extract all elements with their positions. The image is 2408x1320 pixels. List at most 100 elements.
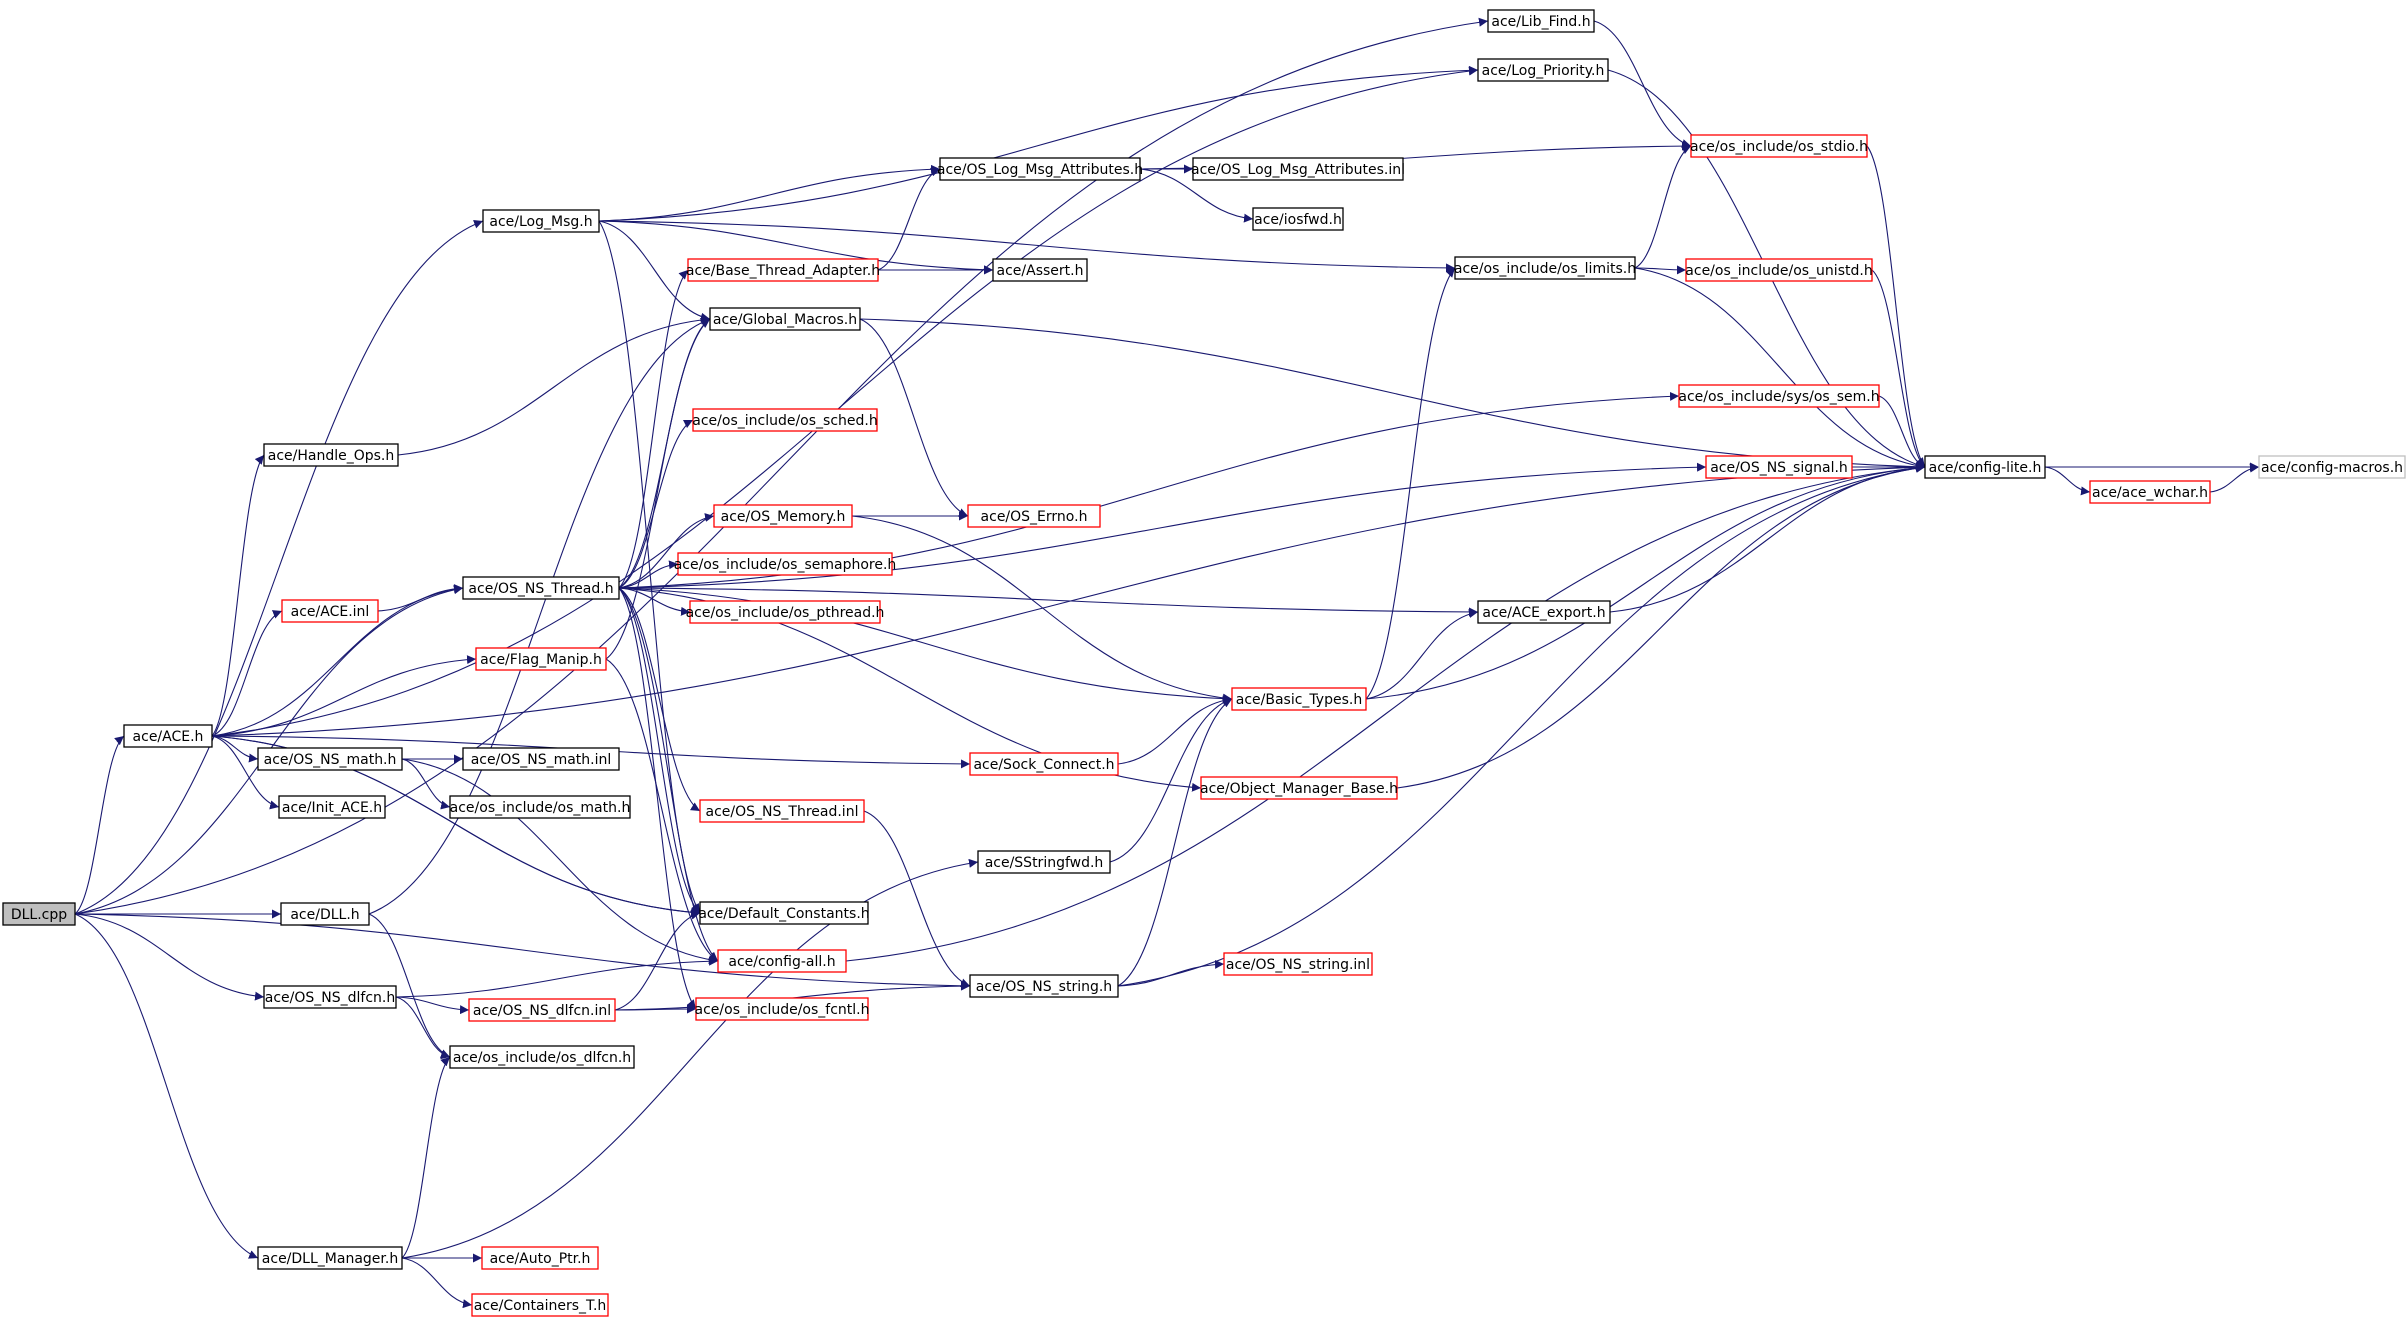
edge-sstringfwd_h-to-basic_types_h [1109,697,1233,863]
node-os_ns_math_h[interactable]: ace/OS_NS_math.h [257,747,403,771]
node-dll_cpp[interactable]: DLL.cpp [2,902,76,926]
node-ace_wchar_h[interactable]: ace/ace_wchar.h [2089,480,2211,504]
node-global_macros_h[interactable]: ace/Global_Macros.h [709,307,861,331]
node-iosfwd_h[interactable]: ace/iosfwd.h [1252,207,1344,231]
edge-os_ns_thread_h-to-os_semaphore_h [618,560,679,589]
node-label: ace/ace_wchar.h [2092,485,2208,501]
node-box [462,747,620,771]
node-os_unistd_h[interactable]: ace/os_include/os_unistd.h [1685,258,1873,282]
edge-dll_cpp-to-os_ns_dlfcn_h [74,913,265,1001]
node-log_priority_h[interactable]: ace/Log_Priority.h [1477,58,1609,82]
edge-os_limits_h-to-os_stdio_h [1634,145,1692,269]
node-os_memory_h[interactable]: ace/OS_Memory.h [713,504,853,528]
node-os_sched_h[interactable]: ace/os_include/os_sched.h [692,408,878,432]
node-box [468,998,616,1022]
node-basic_types_h[interactable]: ace/Basic_Types.h [1231,687,1367,711]
edge-flag_manip_h-to-global_macros_h [605,318,711,660]
node-box [969,974,1119,998]
node-box [481,1246,599,1270]
edge-os_ns_thread_h-to-os_sched_h [618,419,694,589]
node-label: ace/Basic_Types.h [1236,692,1362,708]
node-os_log_msg_attributes_h[interactable]: ace/OS_Log_Msg_Attributes.h [937,157,1143,181]
node-os_dlfcn_h[interactable]: ace/os_include/os_dlfcn.h [449,1045,635,1069]
edge-os_ns_string_h-to-basic_types_h [1117,698,1233,987]
node-box [709,307,861,331]
node-lib_find_h[interactable]: ace/Lib_Find.h [1487,9,1595,33]
edge-global_macros_h-to-os_errno_h [859,318,969,517]
node-os_ns_dlfcn_h[interactable]: ace/OS_NS_dlfcn.h [263,985,397,1009]
node-sock_connect_h[interactable]: ace/Sock_Connect.h [969,752,1119,776]
node-box [2,902,76,926]
edge-os_limits_h-to-config_lite_h [1634,267,1926,471]
node-object_manager_base_h[interactable]: ace/Object_Manager_Base.h [1200,776,1398,800]
node-os_ns_dlfcn_inl[interactable]: ace/OS_NS_dlfcn.inl [468,998,616,1022]
node-config_lite_h[interactable]: ace/config-lite.h [1924,455,2046,479]
node-box [939,157,1141,181]
edge-os_ns_thread_h-to-os_ns_thread_inl [618,587,701,812]
node-config_macros_h[interactable]: ace/config-macros.h [2258,455,2406,479]
edge-ace_h-to-flag_manip_h [211,655,477,737]
node-os_ns_string_h[interactable]: ace/OS_NS_string.h [969,974,1119,998]
edge-dll_cpp-to-os_ns_string_h [74,913,971,991]
node-label: ace/config-all.h [728,954,835,970]
node-dll_manager_h[interactable]: ace/DLL_Manager.h [257,1246,403,1270]
edge-os_ns_thread_h-to-default_constants_h [618,587,701,914]
node-os_ns_signal_h[interactable]: ace/OS_NS_signal.h [1705,455,1853,479]
edge-os_ns_thread_h-to-base_thread_adapter_h [618,269,689,589]
node-os_pthread_h[interactable]: ace/os_include/os_pthread.h [686,600,885,624]
node-label: ace/OS_NS_dlfcn.h [265,990,395,1006]
node-init_ace_h[interactable]: ace/Init_ACE.h [278,795,386,819]
node-os_fcntl_h[interactable]: ace/os_include/os_fcntl.h [695,997,870,1021]
node-label: ace/os_include/os_fcntl.h [695,1002,870,1018]
node-ace_export_h[interactable]: ace/ACE_export.h [1477,600,1611,624]
node-log_msg_h[interactable]: ace/Log_Msg.h [482,209,600,233]
node-os_errno_h[interactable]: ace/OS_Errno.h [967,504,1101,528]
node-sys_os_sem_h[interactable]: ace/os_include/sys/os_sem.h [1678,384,1880,408]
edge-basic_types_h-to-config_lite_h [1365,463,1926,700]
node-box [1487,9,1595,33]
node-label: ace/Log_Msg.h [489,214,592,230]
node-os_semaphore_h[interactable]: ace/os_include/os_semaphore.h [674,552,897,576]
node-os_ns_thread_inl[interactable]: ace/OS_NS_Thread.inl [699,799,865,823]
node-containers_t_h[interactable]: ace/Containers_T.h [471,1293,609,1317]
node-default_constants_h[interactable]: ace/Default_Constants.h [698,901,870,925]
node-assert_h[interactable]: ace/Assert.h [992,258,1088,282]
edge-log_msg_h-to-assert_h [598,220,994,275]
node-os_log_msg_attributes_inl[interactable]: ace/OS_Log_Msg_Attributes.inl [1191,157,1405,181]
node-label: ace/os_include/os_unistd.h [1685,263,1872,279]
edge-config_lite_h-to-ace_wchar_h [2044,466,2091,496]
node-os_stdio_h[interactable]: ace/os_include/os_stdio.h [1690,134,1868,158]
node-base_thread_adapter_h[interactable]: ace/Base_Thread_Adapter.h [686,258,880,282]
node-ace_h[interactable]: ace/ACE.h [123,724,213,748]
node-os_ns_math_inl[interactable]: ace/OS_NS_math.inl [462,747,620,771]
node-label: ace/ACE.h [133,729,204,745]
node-label: ace/os_include/os_sched.h [692,413,877,429]
edge-object_manager_base_h-to-config_lite_h [1396,463,1926,789]
node-label: ace/OS_NS_dlfcn.inl [473,1003,611,1019]
node-os_limits_h[interactable]: ace/os_include/os_limits.h [1454,256,1636,280]
node-label: ace/Auto_Ptr.h [490,1251,591,1267]
node-handle_ops_h[interactable]: ace/Handle_Ops.h [263,443,399,467]
node-os_math_h[interactable]: ace/os_include/os_math.h [449,795,631,819]
node-label: ace/os_include/os_stdio.h [1690,139,1868,155]
node-label: ace/OS_NS_string.h [976,979,1112,995]
node-os_ns_string_inl[interactable]: ace/OS_NS_string.inl [1223,952,1373,976]
node-label: ace/OS_NS_string.inl [1226,957,1370,973]
node-flag_manip_h[interactable]: ace/Flag_Manip.h [475,647,607,671]
edge-ace_h-to-handle_ops_h [211,454,265,737]
node-ace_inl[interactable]: ace/ACE.inl [281,599,379,623]
node-os_ns_thread_h[interactable]: ace/OS_NS_Thread.h [462,576,620,600]
node-label: ace/OS_Log_Msg_Attributes.h [937,162,1143,178]
node-auto_ptr_h[interactable]: ace/Auto_Ptr.h [481,1246,599,1270]
edge-basic_types_h-to-os_limits_h [1365,267,1456,700]
node-label: ace/Init_ACE.h [282,800,382,816]
edge-global_macros_h-to-config_lite_h [859,318,1926,472]
node-label: ace/DLL_Manager.h [262,1251,398,1267]
node-config_all_h[interactable]: ace/config-all.h [717,949,847,973]
node-sstringfwd_h[interactable]: ace/SStringfwd.h [977,850,1111,874]
node-label: ace/iosfwd.h [1254,212,1342,228]
node-label: ace/Handle_Ops.h [268,448,395,464]
node-box [1200,776,1398,800]
node-box [449,1045,635,1069]
node-dll_h[interactable]: ace/DLL.h [280,902,370,926]
